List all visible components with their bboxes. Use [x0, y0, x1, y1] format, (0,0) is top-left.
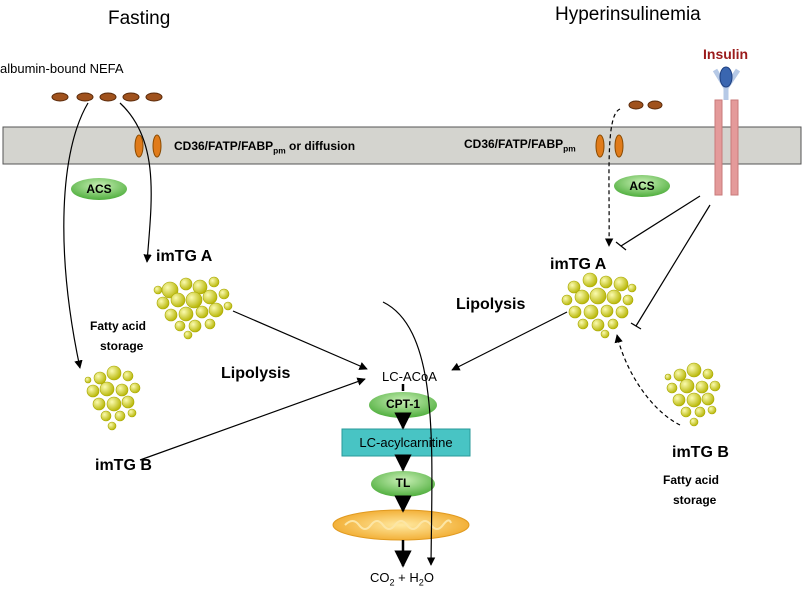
- lipolysis-left-label: Lipolysis: [221, 365, 291, 382]
- insulin-label: Insulin: [703, 46, 749, 62]
- nefa-molecules-right: [628, 100, 663, 110]
- acs-enzyme-left: [71, 178, 127, 200]
- lipid-droplet-imtg-b-left: [84, 365, 141, 431]
- imtg-a-right-label: imTG A: [550, 256, 607, 273]
- lipid-droplet-imtg-a-right: [561, 272, 637, 339]
- tl-enzyme: [371, 471, 435, 497]
- fasting-heading: Fasting: [108, 8, 171, 29]
- tl-label: TL: [395, 476, 411, 490]
- albumin-nefa-label: albumin-bound NEFA: [0, 61, 124, 76]
- imtg-b-left-label: imTG B: [95, 457, 152, 474]
- acs-enzyme-right: [614, 175, 670, 197]
- nefa-molecules-left: [51, 92, 163, 102]
- transporter-left: [134, 134, 162, 158]
- cpt1-enzyme: [369, 392, 437, 418]
- fatty-acid-storage-left-1: Fatty acid: [90, 319, 147, 333]
- acs-label-left: ACS: [86, 182, 112, 196]
- lc-acylcarnitine-label: LC-acylcarnitine: [359, 435, 453, 450]
- transport-label-right: CD36/FATP/FABPpm: [464, 137, 576, 154]
- oxidation-path: [382, 301, 436, 568]
- lipid-droplet-imtg-b-right: [664, 362, 721, 427]
- mitochondrion: [332, 509, 470, 541]
- lipid-droplet-imtg-a-left: [153, 276, 233, 340]
- insulin-molecule: [719, 66, 733, 88]
- acs-label-right: ACS: [629, 179, 655, 193]
- fasting-paths: [63, 102, 368, 461]
- imtg-a-left-label: imTG A: [156, 248, 213, 265]
- co2-h2o-label: CO2 + H2O: [370, 570, 434, 588]
- hyperinsulinemia-paths: [451, 108, 711, 426]
- transporter-right: [595, 134, 624, 158]
- transport-label-left: CD36/FATP/FABPpm or diffusion: [174, 139, 356, 156]
- lipolysis-right-label: Lipolysis: [456, 296, 526, 313]
- imtg-b-right-label: imTG B: [672, 444, 729, 461]
- hyperinsulinemia-heading: Hyperinsulinemia: [555, 4, 701, 25]
- lc-acoa-label: LC-ACoA: [382, 369, 437, 384]
- cell-membrane: [2, 126, 802, 165]
- cpt1-label: CPT-1: [385, 397, 420, 411]
- insulin-receptor: [712, 66, 741, 196]
- fatty-acid-storage-left-2: storage: [100, 339, 144, 353]
- fatty-acid-storage-right-2: storage: [673, 493, 717, 507]
- fatty-acid-storage-right-1: Fatty acid: [663, 473, 720, 487]
